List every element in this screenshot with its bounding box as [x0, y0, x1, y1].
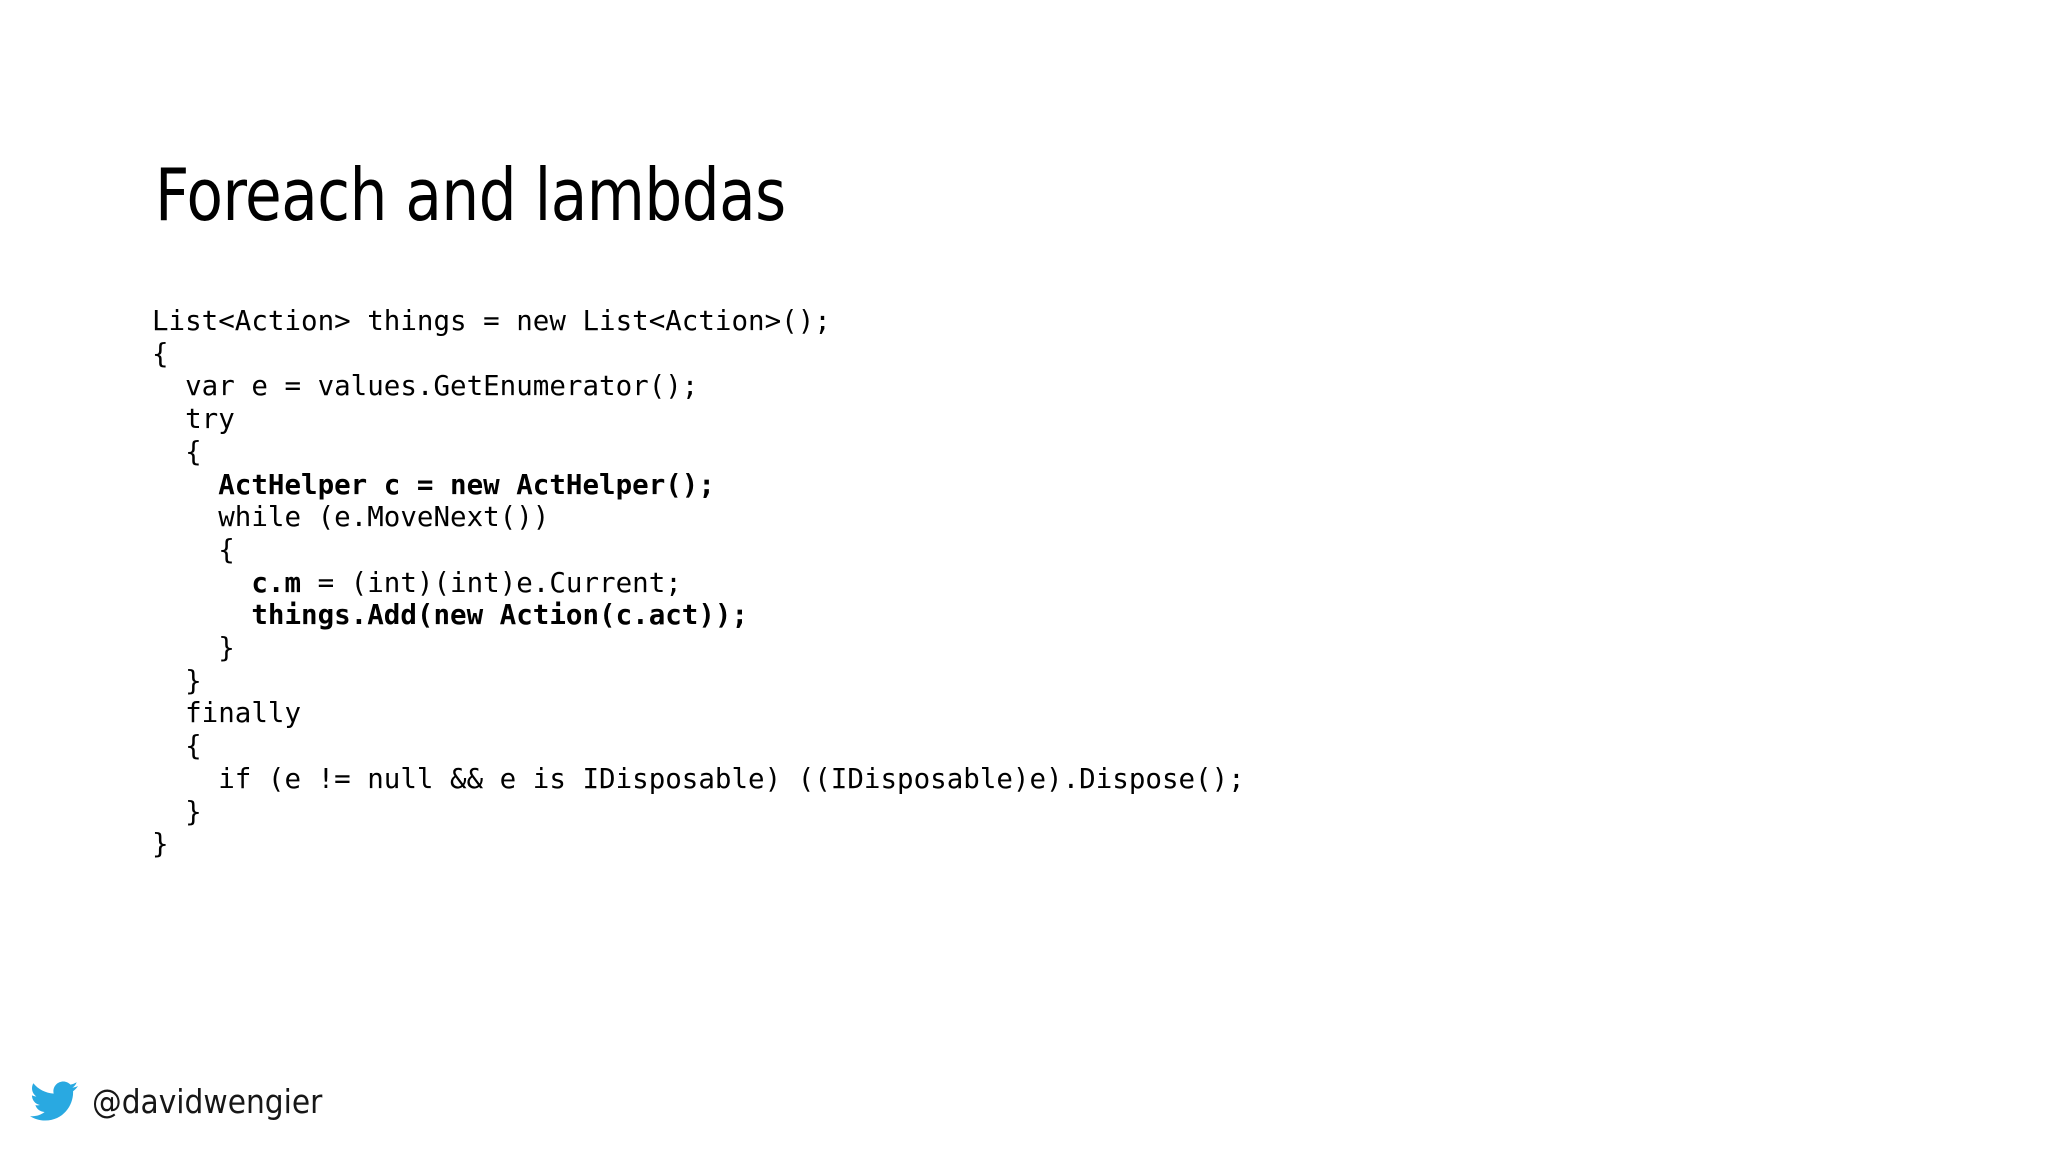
code-line: }: [152, 632, 235, 665]
twitter-bird-icon: [30, 1081, 78, 1121]
code-line: finally: [152, 697, 302, 730]
code-line: List<Action> things = new List<Action>()…: [152, 305, 831, 337]
slide-footer: @davidwengier: [30, 1077, 322, 1125]
code-line: {: [152, 435, 202, 468]
code-line: {: [152, 533, 235, 566]
code-emphasis: things.Add(new Action(c.act));: [152, 599, 749, 632]
code-line: {: [152, 337, 169, 370]
code-line: try: [152, 403, 235, 436]
code-emphasis: ActHelper c = new ActHelper();: [152, 468, 715, 501]
code-block: List<Action> things = new List<Action>()…: [152, 305, 1245, 861]
code-emphasis: c.m: [152, 566, 302, 599]
code-line: }: [152, 664, 202, 697]
code-line: }: [152, 795, 202, 828]
slide-title: Foreach and lambdas: [155, 153, 786, 238]
code-line: ActHelper c = new ActHelper();: [152, 469, 1245, 502]
twitter-handle-label: @davidwengier: [92, 1081, 323, 1121]
code-line: c.m = (int)(int)e.Current;: [152, 566, 682, 599]
code-line: }: [152, 828, 169, 861]
code-line: var e = values.GetEnumerator();: [152, 370, 699, 403]
code-line: {: [152, 730, 202, 763]
code-line: if (e != null && e is IDisposable) ((IDi…: [152, 762, 1245, 795]
code-line: things.Add(new Action(c.act));: [152, 599, 1245, 632]
code-line: while (e.MoveNext()): [152, 501, 550, 534]
